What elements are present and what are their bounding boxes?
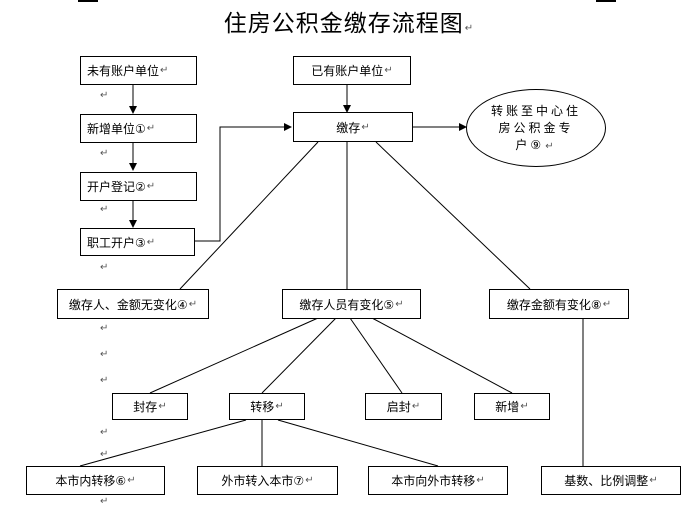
node-staff-open: 职工开户③↵: [80, 228, 195, 256]
line-staff-change-to-unseal: [349, 317, 403, 394]
node-unseal: 启封↵: [365, 393, 442, 420]
node-transfer-center: 转账至中心住 房公积金专 户⑨↵: [466, 89, 606, 167]
paragraph-mark: ↵: [100, 449, 109, 460]
node-seal: 封存↵: [112, 393, 188, 420]
node-local-transfer: 本市内转移⑥↵: [26, 466, 165, 495]
page-title: 住房公积金缴存流程图↵: [223, 11, 475, 37]
paragraph-mark: ↵: [100, 496, 109, 507]
node-no-account: 未有账户单位↵: [80, 56, 197, 85]
node-base-adjust: 基数、比例调整↵: [541, 466, 681, 495]
paragraph-mark: ↵: [100, 323, 109, 334]
top-edge-right: [596, 0, 616, 2]
line-deposit-to-no-change: [179, 141, 319, 290]
node-in-transfer: 外市转入本市⑦↵: [197, 466, 338, 495]
arrow-staff-to-deposit: [195, 123, 292, 242]
paragraph-mark: ↵: [100, 427, 109, 438]
line-staff-change-to-transfer: [261, 317, 337, 394]
line-transfer-to-local: [79, 419, 247, 467]
line-transfer-to-out: [277, 419, 439, 467]
paragraph-mark: ↵: [100, 90, 109, 101]
node-no-change: 缴存人、金额无变化④↵: [57, 289, 209, 319]
node-has-account: 已有账户单位↵: [293, 56, 411, 85]
paragraph-mark: ↵: [100, 375, 109, 386]
node-deposit: 缴存↵: [293, 112, 413, 142]
node-amount-change: 缴存金额有变化⑧↵: [489, 289, 629, 319]
line-deposit-to-amount-change: [375, 141, 531, 290]
line-staff-change-to-add: [371, 317, 513, 394]
node-add: 新增↵: [474, 393, 550, 420]
paragraph-mark: ↵: [100, 148, 109, 159]
node-new-unit: 新增单位①↵: [80, 114, 197, 143]
line-staff-change-to-seal: [149, 317, 319, 394]
node-open-register: 开户登记②↵: [80, 172, 197, 201]
node-staff-change: 缴存人员有变化⑤↵: [282, 289, 421, 319]
paragraph-mark: ↵: [100, 349, 109, 360]
paragraph-mark: ↵: [100, 262, 109, 273]
node-out-transfer: 本市向外市转移↵: [368, 466, 508, 495]
node-transfer: 转移↵: [229, 393, 305, 420]
paragraph-mark: ↵: [100, 204, 109, 215]
top-edge-left: [78, 0, 98, 2]
